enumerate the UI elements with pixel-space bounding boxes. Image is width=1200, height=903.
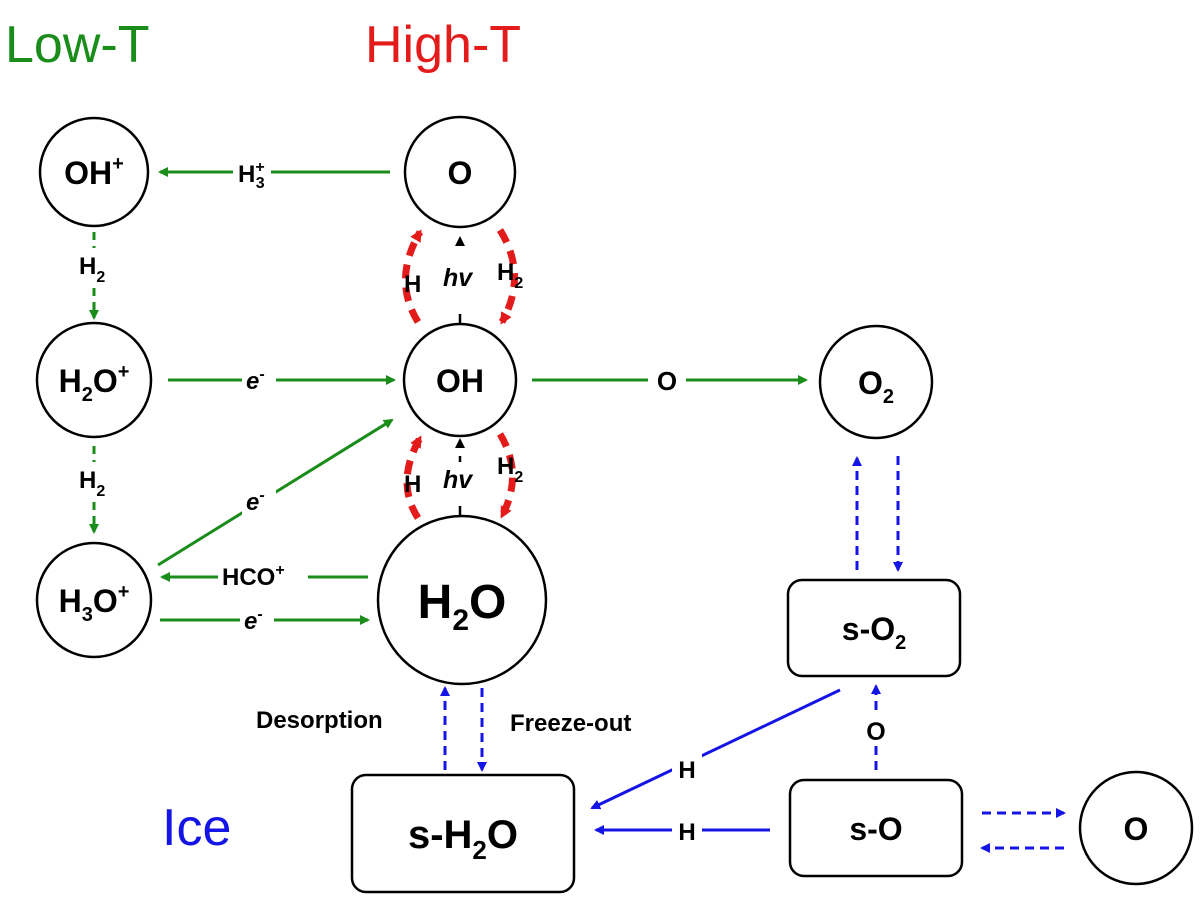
edge-label-h-lower-left: H [404, 471, 421, 498]
arrow-oh-to-o-by-h [402, 229, 424, 324]
edge-label-o-surface: O [860, 714, 892, 746]
node-s-o2: s-O2 [786, 578, 962, 678]
edge-label-hv-lower: hv [442, 462, 480, 494]
edge-label-o-reaction: O [648, 364, 686, 398]
high-t-title: High-T [365, 16, 521, 74]
svg-text:hv: hv [443, 264, 474, 292]
edge-label-h2-a: H2 [76, 248, 112, 286]
svg-text:OH+: OH+ [64, 153, 124, 191]
node-s-o: s-O [788, 778, 964, 878]
node-oh: OH [402, 322, 518, 438]
node-h2o: H2O [376, 514, 548, 686]
edge-label-h-diag: H [672, 754, 702, 786]
node-h3o-plus: H3O+ [35, 541, 153, 659]
arrow-h2o-to-oh-by-h [403, 435, 424, 520]
svg-text:H2: H2 [79, 253, 105, 286]
edge-label-desorption: Desorption [256, 707, 383, 734]
edge-label-h2-upper-right: H2 [497, 259, 523, 292]
low-t-title: Low-T [5, 16, 149, 74]
node-o-top: O [403, 115, 517, 229]
svg-text:s-H2O: s-H2O [408, 813, 518, 865]
svg-text:s-O2: s-O2 [842, 611, 906, 654]
node-o2: O2 [818, 324, 934, 440]
arrow-so2-to-sh2o [590, 688, 841, 810]
svg-text:H+3: H+3 [238, 159, 265, 192]
edge-label-e-minus-a: e- [242, 364, 276, 396]
svg-text:O: O [866, 718, 885, 746]
svg-text:e-: e- [246, 366, 265, 395]
svg-text:OH: OH [436, 363, 484, 399]
svg-text:O: O [1124, 811, 1149, 847]
svg-text:O: O [657, 366, 677, 396]
svg-text:s-O: s-O [849, 811, 902, 847]
arrow-o-to-oh-by-h2 [497, 228, 518, 325]
edge-label-e-minus-b: e- [242, 484, 276, 518]
svg-text:H2: H2 [79, 467, 105, 500]
ice-title: Ice [162, 799, 231, 857]
svg-text:e-: e- [246, 487, 265, 516]
svg-text:O: O [448, 155, 473, 191]
svg-text:HCO+: HCO+ [222, 562, 285, 591]
svg-text:H: H [678, 819, 695, 846]
edge-label-h2-b: H2 [76, 462, 112, 500]
edge-label-h2-lower-right: H2 [497, 453, 523, 486]
edge-label-h-upper-left: H [404, 271, 421, 298]
node-s-h2o: s-H2O [350, 773, 576, 894]
edge-label-h-horiz: H [672, 816, 702, 846]
svg-text:H2O+: H2O+ [59, 361, 130, 406]
svg-text:hv: hv [443, 466, 474, 494]
svg-text:H2O: H2O [418, 576, 507, 637]
edge-label-freeze-out: Freeze-out [510, 710, 631, 737]
edge-label-hv-upper: hv [442, 260, 480, 292]
edge-label-h3plus: H+3 [233, 155, 271, 192]
svg-text:H: H [678, 757, 695, 784]
node-o-right: O [1078, 770, 1194, 886]
high-t-arrows [402, 228, 518, 520]
svg-text:H3O+: H3O+ [59, 581, 130, 626]
svg-text:O2: O2 [858, 365, 894, 408]
edge-label-e-minus-c: e- [240, 604, 274, 636]
edge-label-hco-plus: HCO+ [218, 560, 308, 594]
node-h2o-plus: H2O+ [35, 321, 153, 439]
arrow-oh-to-h2o-by-h2 [496, 432, 516, 519]
node-oh-plus: OH+ [38, 116, 150, 228]
svg-text:e-: e- [244, 606, 263, 635]
